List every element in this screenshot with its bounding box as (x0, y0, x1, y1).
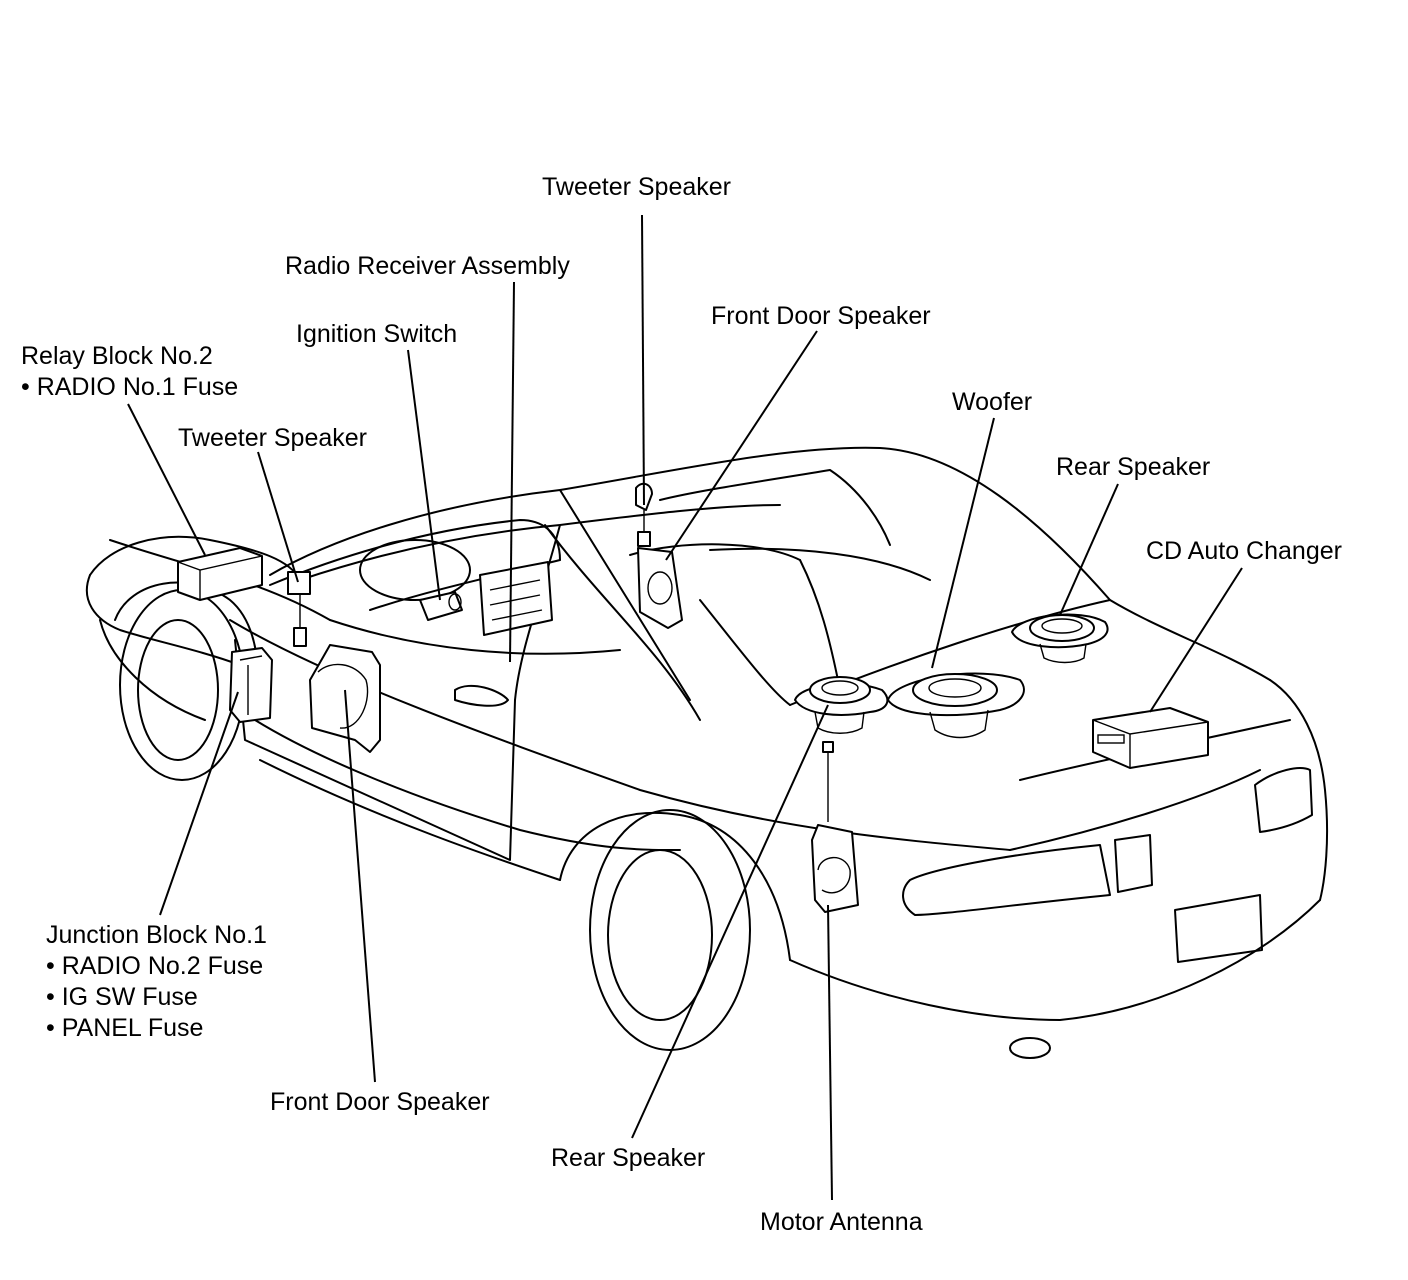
label-woofer: Woofer (952, 388, 1033, 416)
label-radio-receiver-assembly: Radio Receiver Assembly (285, 252, 570, 280)
tweeter-left-icon (287, 571, 311, 647)
junction-block-title: Junction Block No.1 (46, 921, 267, 949)
label-tweeter-speaker-left: Tweeter Speaker (178, 424, 367, 452)
junction-block-icon (229, 647, 273, 723)
rear-speaker-left-icon (794, 676, 889, 734)
label-rear-speaker-bottom: Rear Speaker (551, 1144, 706, 1172)
junction-block-fuse-radio2: • RADIO No.2 Fuse (46, 952, 264, 980)
cd-changer-icon (1092, 707, 1209, 769)
label-motor-antenna: Motor Antenna (760, 1208, 923, 1236)
label-tweeter-speaker-top: Tweeter Speaker (542, 173, 731, 201)
ignition-switch-icon (419, 591, 463, 621)
junction-block-fuse-igsw: • IG SW Fuse (46, 983, 198, 1011)
relay-block-icon (177, 547, 263, 601)
relay-block-title: Relay Block No.2 (21, 342, 213, 370)
junction-block-fuse-panel: • PANEL Fuse (46, 1014, 204, 1042)
label-front-door-speaker-top: Front Door Speaker (711, 302, 931, 330)
label-cd-auto-changer: CD Auto Changer (1146, 537, 1342, 565)
label-relay-block: Relay Block No.2 • RADIO No.1 Fuse (21, 341, 238, 403)
woofer-icon (887, 672, 1025, 739)
radio-receiver-icon (479, 561, 553, 636)
relay-block-fuse: • RADIO No.1 Fuse (21, 373, 239, 401)
label-ignition-switch: Ignition Switch (296, 320, 458, 348)
front-door-speaker-right-icon (637, 547, 683, 629)
label-rear-speaker-top: Rear Speaker (1056, 453, 1211, 481)
rear-speaker-right-icon (1011, 613, 1109, 664)
motor-antenna-icon (811, 741, 859, 913)
label-front-door-speaker-bottom: Front Door Speaker (270, 1088, 490, 1116)
label-junction-block: Junction Block No.1 • RADIO No.2 Fuse • … (46, 920, 267, 1044)
leader-lines (127, 214, 1243, 1201)
